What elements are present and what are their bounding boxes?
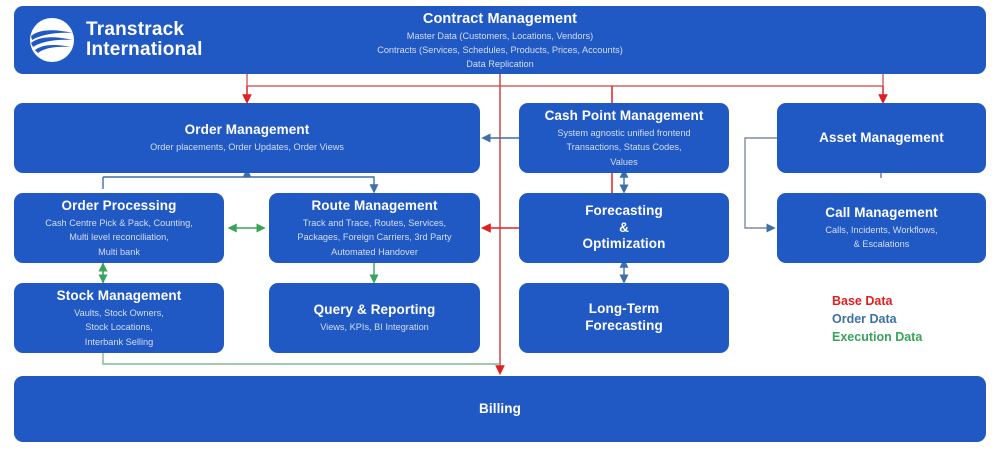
route-management-line-3: Automated Handover	[331, 246, 418, 257]
billing-box[interactable]: Billing	[14, 376, 986, 442]
contract-management-title: Contract Management	[422, 10, 578, 27]
order-processing-box[interactable]: Order Processing Cash Centre Pick & Pack…	[14, 193, 224, 263]
stock-management-box[interactable]: Stock Management Vaults, Stock Owners, S…	[14, 283, 224, 353]
contract-management-line-1: Master Data (Customers, Locations, Vendo…	[406, 30, 594, 41]
cash-point-management-line-3: Values	[610, 156, 638, 167]
legend: Base Data Order Data Execution Data	[832, 293, 922, 346]
brand-name-line-2: International	[86, 39, 203, 60]
call-management-line-1: Calls, Incidents, Workflows,	[825, 225, 938, 236]
order-management-title: Order Management	[184, 122, 310, 138]
route-management-title: Route Management	[311, 198, 438, 214]
brand-name-line-1: Transtrack	[86, 19, 185, 41]
forecasting-optimization-box[interactable]: Forecasting & Optimization	[519, 193, 729, 263]
cash-point-management-box[interactable]: Cash Point Management System agnostic un…	[519, 103, 729, 173]
forecasting-optimization-title-line-1: Forecasting	[585, 202, 663, 218]
query-reporting-line-1: Views, KPIs, BI Integration	[320, 322, 429, 333]
legend-item-execution-data: Execution Data	[832, 329, 923, 344]
brand-name: Transtrack International	[86, 20, 203, 60]
legend-item-base-data: Base Data	[832, 294, 893, 308]
cash-point-management-title: Cash Point Management	[544, 108, 704, 124]
long-term-forecasting-title-line-1: Long-Term	[588, 301, 660, 317]
order-management-line-1: Order placements, Order Updates, Order V…	[150, 142, 344, 153]
call-management-line-2: & Escalations	[853, 239, 910, 250]
legend-item-order-data: Order Data	[832, 311, 897, 326]
contract-management-box[interactable]: Contract Management Master Data (Custome…	[14, 6, 986, 74]
forecasting-optimization-title-line-3: Optimization	[582, 236, 666, 252]
order-processing-line-1: Cash Centre Pick & Pack, Counting,	[45, 218, 193, 229]
forecasting-optimization-title-line-2: &	[619, 219, 629, 235]
asset-management-box[interactable]: Asset Management	[777, 103, 986, 173]
stock-management-line-3: Interbank Selling	[84, 336, 154, 347]
order-processing-title: Order Processing	[61, 198, 177, 214]
route-management-box[interactable]: Route Management Track and Trace, Routes…	[269, 193, 480, 263]
route-management-line-2: Packages, Foreign Carriers, 3rd Party	[297, 232, 452, 243]
stock-management-title: Stock Management	[56, 288, 182, 304]
query-reporting-title: Query & Reporting	[313, 302, 436, 318]
long-term-forecasting-box[interactable]: Long-Term Forecasting	[519, 283, 729, 353]
contract-management-line-2: Contracts (Services, Schedules, Products…	[377, 45, 623, 55]
call-management-title: Call Management	[825, 205, 938, 221]
stock-management-line-1: Vaults, Stock Owners,	[74, 308, 164, 319]
wave-circle-logo-icon	[30, 18, 74, 62]
billing-title: Billing	[479, 400, 521, 416]
asset-management-title: Asset Management	[819, 129, 944, 145]
order-processing-line-3: Multi bank	[98, 246, 140, 257]
route-management-line-1: Track and Trace, Routes, Services,	[302, 218, 447, 229]
order-processing-line-2: Multi level reconciliation,	[69, 232, 169, 243]
execution-data-connectors	[98, 223, 500, 365]
long-term-forecasting-title-line-2: Forecasting	[585, 318, 663, 333]
brand-logo[interactable]: Transtrack International	[28, 12, 208, 68]
call-management-box[interactable]: Call Management Calls, Incidents, Workfl…	[777, 193, 986, 263]
cash-point-management-line-2: Transactions, Status Codes,	[566, 142, 682, 153]
stock-management-line-2: Stock Locations,	[85, 322, 153, 333]
cash-point-management-line-1: System agnostic unified frontend	[557, 128, 691, 139]
query-reporting-box[interactable]: Query & Reporting Views, KPIs, BI Integr…	[269, 283, 480, 353]
contract-management-line-3: Data Replication	[466, 59, 534, 70]
order-management-box[interactable]: Order Management Order placements, Order…	[14, 103, 480, 173]
